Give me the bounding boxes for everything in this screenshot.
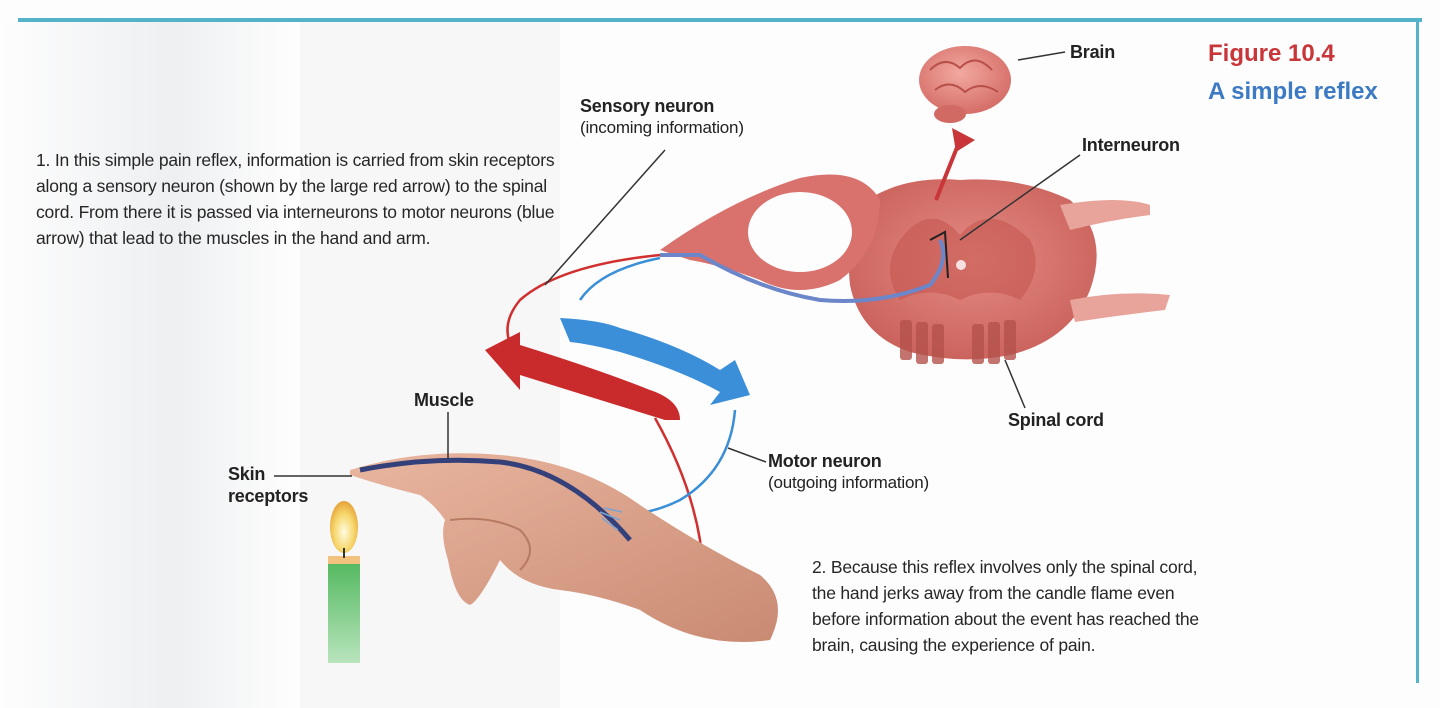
interneuron-connection bbox=[929, 230, 949, 279]
figure-title: A simple reflex bbox=[1208, 78, 1378, 105]
faded-background-column bbox=[0, 22, 290, 708]
motor-pathway-in-cord bbox=[660, 239, 946, 303]
step-1-caption: 1. In this simple pain reflex, informati… bbox=[36, 150, 555, 248]
label-sensory-neuron-title: Sensory neuron bbox=[580, 96, 715, 116]
label-sensory-neuron-sub: (incoming information) bbox=[580, 118, 744, 137]
candle-illustration bbox=[328, 501, 360, 663]
sensory-arrow bbox=[485, 332, 680, 420]
label-motor-neuron: Motor neuron (outgoing information) bbox=[768, 450, 929, 494]
label-motor-neuron-sub: (outgoing information) bbox=[768, 473, 929, 492]
spinal-cord-illustration bbox=[660, 174, 1170, 364]
figure-number: Figure 10.4 bbox=[1208, 40, 1335, 67]
label-skin-receptors: Skin receptors bbox=[228, 463, 308, 507]
muscle-band bbox=[359, 457, 632, 542]
label-muscle: Muscle bbox=[414, 390, 474, 410]
frame-right-rule bbox=[1416, 18, 1419, 683]
step-2-caption: 2. Because this reflex involves only the… bbox=[812, 557, 1199, 655]
hand-illustration bbox=[350, 453, 778, 642]
label-spinal-cord: Spinal cord bbox=[1008, 410, 1104, 430]
sensory-neuron-line-upper bbox=[506, 253, 661, 361]
label-skin-receptors-line1: Skin bbox=[228, 464, 266, 484]
brain-illustration bbox=[919, 46, 1011, 123]
label-skin-receptors-line2: receptors bbox=[228, 486, 309, 506]
ascending-arrowhead bbox=[952, 128, 975, 152]
label-sensory-neuron: Sensory neuron (incoming information) bbox=[580, 95, 744, 139]
motor-neuron-line-upper bbox=[578, 256, 661, 301]
label-interneuron: Interneuron bbox=[1082, 135, 1180, 155]
leader-lines bbox=[274, 51, 1081, 477]
frame-top-rule bbox=[18, 18, 1422, 22]
label-brain: Brain bbox=[1070, 42, 1116, 62]
motor-arrow bbox=[560, 318, 750, 405]
label-motor-neuron-title: Motor neuron bbox=[768, 451, 882, 471]
